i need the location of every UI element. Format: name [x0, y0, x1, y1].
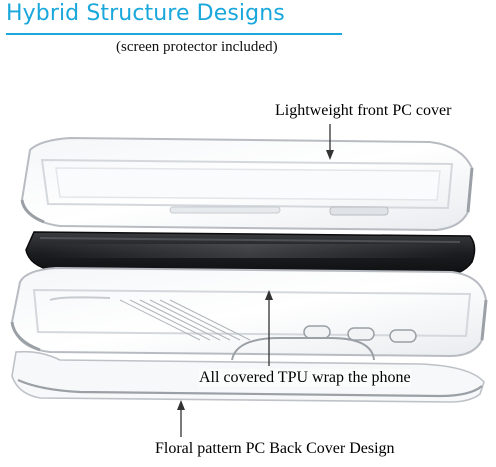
front-pc-cover: [20, 136, 474, 232]
tpu-wrap: [10, 266, 488, 358]
page-subtitle: (screen protector included): [116, 39, 278, 55]
phone-body: [25, 231, 476, 277]
back-cover-label: Floral pattern PC Back Cover Design: [155, 440, 395, 457]
tpu-wrap-label: All covered TPU wrap the phone: [199, 369, 411, 387]
front-cover-label: Lightweight front PC cover: [275, 102, 452, 119]
page-title: Hybrid Structure Designs: [6, 1, 285, 26]
title-underline: [6, 33, 342, 35]
